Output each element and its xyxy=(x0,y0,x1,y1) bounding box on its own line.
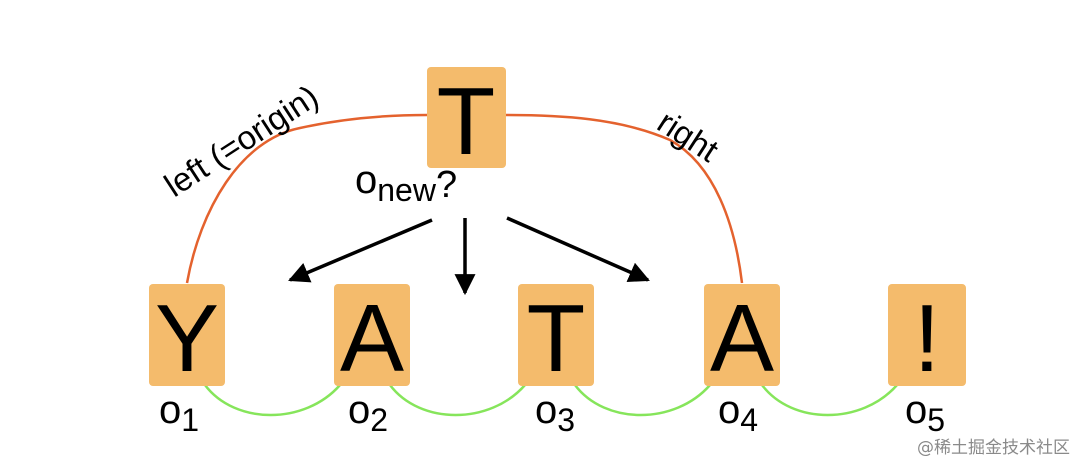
link-1-2 xyxy=(204,384,341,417)
sequence-tile-1: Y xyxy=(149,284,225,392)
sequence-id-3: o3 xyxy=(535,388,575,438)
new-char-letter: T xyxy=(437,68,496,175)
right-label: right xyxy=(651,103,725,169)
right-arc xyxy=(505,113,744,284)
left-origin-arc xyxy=(185,113,428,284)
tile-letter-5: ! xyxy=(914,285,941,392)
tile-letter-1: Y xyxy=(155,285,219,392)
sequence-id-5: o5 xyxy=(905,388,945,438)
tile-letter-2: A xyxy=(340,285,404,392)
sequence-id-1: o1 xyxy=(159,388,199,438)
sequence-tile-3: T xyxy=(518,284,594,392)
tile-letter-4: A xyxy=(710,285,774,392)
sequence-tile-2: A xyxy=(334,284,410,392)
link-4-5 xyxy=(761,384,898,417)
candidate-arrow-right xyxy=(506,216,650,283)
candidate-arrow-left xyxy=(288,218,433,283)
tile-letter-3: T xyxy=(527,285,586,392)
sequence-id-4: o4 xyxy=(718,388,758,438)
sequence-tile-5: ! xyxy=(888,284,966,392)
left-origin-label: left (=origin) xyxy=(158,77,325,203)
new-char-tile: T xyxy=(427,67,506,175)
link-2-3 xyxy=(389,384,526,417)
sequence-id-2: o2 xyxy=(348,388,388,438)
new-char-var-label: onew? xyxy=(355,158,457,208)
sequence-tile-4: A xyxy=(704,284,780,392)
link-3-4 xyxy=(574,384,711,417)
watermark: @稀土掘金技术社区 xyxy=(917,438,1070,458)
